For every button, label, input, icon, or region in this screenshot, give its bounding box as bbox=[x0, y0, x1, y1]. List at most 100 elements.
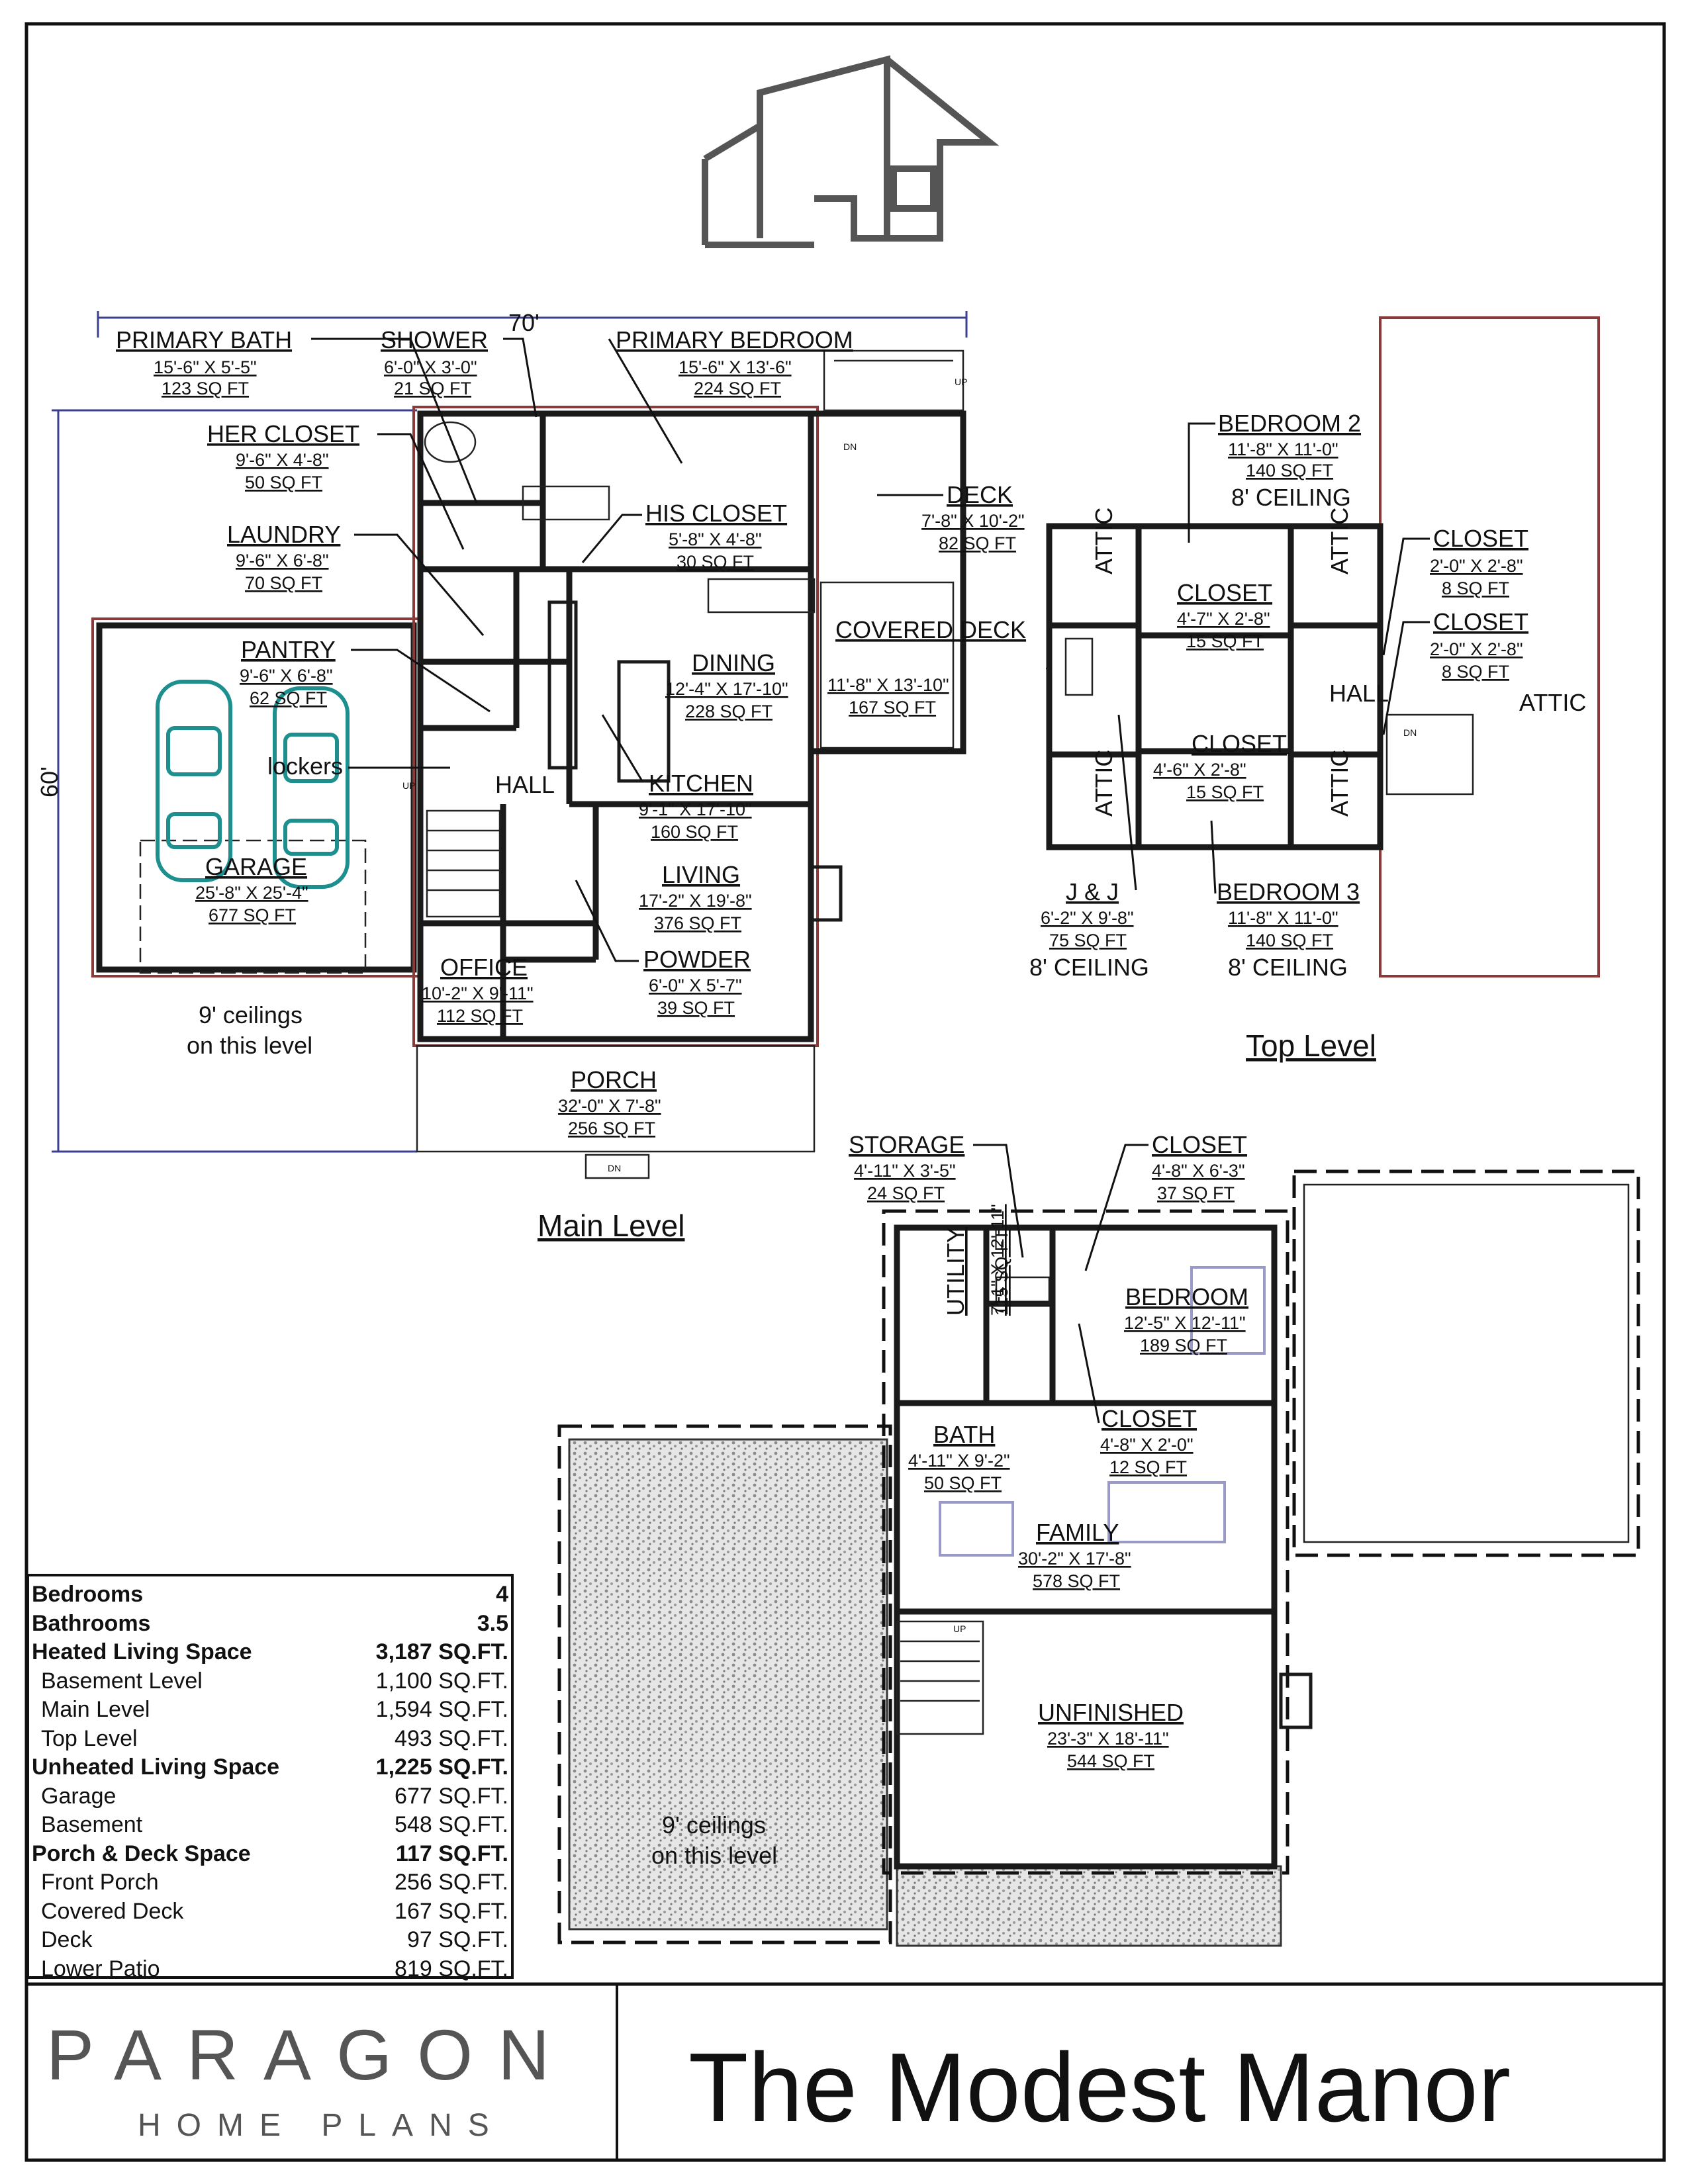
room-name: POWDER bbox=[643, 946, 751, 973]
stats-label: Basement bbox=[41, 1812, 143, 1837]
ceiling-label: 8' CEILING bbox=[1029, 954, 1149, 981]
car-icon bbox=[273, 686, 350, 889]
room-name: LAUNDRY bbox=[227, 521, 340, 548]
room-area: 140 SQ FT bbox=[1246, 931, 1333, 950]
stats-value: 677 SQ.FT. bbox=[395, 1783, 508, 1809]
stats-label: Basement Level bbox=[41, 1668, 203, 1694]
room-dim: 11'-8" X 13'-10" bbox=[827, 675, 949, 695]
room-area: 82 SQ FT bbox=[939, 533, 1016, 553]
room-name: FAMILY bbox=[1036, 1519, 1119, 1546]
stats-value: 117 SQ.FT. bbox=[395, 1841, 508, 1866]
brand-subtitle: HOME PLANS bbox=[138, 2108, 505, 2143]
basement-level-labels: STORAGE 4'-11" X 3'-5" 24 SQ FT CLOSET 4… bbox=[651, 1131, 1248, 1869]
room-name: PORCH bbox=[571, 1066, 657, 1093]
room-name: LIVING bbox=[662, 861, 740, 888]
room-name: CLOSET bbox=[1102, 1405, 1197, 1432]
room-dim: 30'-2" X 17'-8" bbox=[1018, 1549, 1131, 1569]
ceiling-label: 8' CEILING bbox=[1228, 954, 1348, 981]
attic-label: ATTIC bbox=[1519, 689, 1586, 716]
room-dim: 4'-8" X 2'-0" bbox=[1100, 1435, 1194, 1455]
room-area: 224 SQ FT bbox=[694, 379, 781, 398]
room-name: PRIMARY BEDROOM bbox=[616, 326, 853, 353]
stats-row: Porch & Deck Space 117 SQ.FT. bbox=[32, 1840, 508, 1869]
stats-value: 3.5 bbox=[477, 1610, 508, 1636]
room-dim: 17'-2" X 19'-8" bbox=[639, 891, 752, 911]
main-level-plan bbox=[52, 311, 968, 1179]
room-name: BEDROOM bbox=[1125, 1283, 1248, 1310]
stats-label: Porch & Deck Space bbox=[32, 1841, 251, 1866]
room-dim: 15'-6" X 5'-5" bbox=[154, 357, 257, 377]
stats-label: Bathrooms bbox=[32, 1610, 151, 1636]
stair-down-label: DN bbox=[608, 1163, 621, 1173]
room-area: 50 SQ FT bbox=[245, 473, 322, 492]
room-area: 24 SQ FT bbox=[867, 1183, 945, 1203]
room-dim: 9'-6" X 6'-8" bbox=[236, 551, 329, 570]
stats-row: Basement Level 1,100 SQ.FT. bbox=[32, 1667, 508, 1696]
room-area: 112 SQ FT bbox=[437, 1006, 523, 1026]
room-dim: 7'-8" X 10'-2" bbox=[921, 511, 1025, 531]
stats-value: 1,594 SQ.FT. bbox=[375, 1697, 508, 1722]
room-dim: 2'-0" X 2'-8" bbox=[1430, 639, 1523, 659]
stair-up-label: UP bbox=[953, 1623, 966, 1634]
room-dim: 15'-6" X 13'-6" bbox=[679, 357, 792, 377]
room-name: DINING bbox=[692, 649, 775, 676]
stair-down-label: DN bbox=[843, 441, 857, 452]
sheet-border bbox=[24, 22, 1666, 2162]
room-area: 8 SQ FT bbox=[1442, 662, 1509, 682]
room-name: PRIMARY BATH bbox=[116, 326, 292, 353]
car-icon bbox=[156, 680, 232, 882]
room-dim: 9'-6" X 6'-8" bbox=[240, 666, 333, 686]
stats-value: 1,100 SQ.FT. bbox=[375, 1668, 508, 1694]
stats-label: Garage bbox=[41, 1783, 117, 1809]
room-area: 376 SQ FT bbox=[654, 913, 741, 933]
room-name: HIS CLOSET bbox=[645, 500, 787, 527]
lockers-label: lockers bbox=[267, 752, 343, 780]
room-dim: 12'-4" X 17'-10" bbox=[665, 679, 788, 699]
room-dim: 7'-1" X 12'-11" bbox=[988, 1204, 1008, 1316]
room-dim: 11'-8" X 11'-0" bbox=[1228, 908, 1338, 928]
room-area: 256 SQ FT bbox=[568, 1118, 655, 1138]
room-area: 37 SQ FT bbox=[1157, 1183, 1235, 1203]
level-title: Top Level bbox=[1246, 1028, 1376, 1063]
room-area: 167 SQ FT bbox=[849, 698, 936, 717]
room-area: 30 SQ FT bbox=[677, 552, 754, 572]
depth-dimension: 60' bbox=[36, 766, 63, 797]
house-logo-icon bbox=[702, 55, 1000, 248]
room-area: 123 SQ FT bbox=[162, 379, 249, 398]
stats-label: Unheated Living Space bbox=[32, 1754, 280, 1780]
brand-logo: PARAGON HOME PLANS bbox=[26, 1984, 618, 2160]
ceiling-note: on this level bbox=[187, 1032, 312, 1059]
room-area: 578 SQ FT bbox=[1033, 1571, 1120, 1591]
room-name: HALL bbox=[495, 771, 555, 798]
basement-level-plan bbox=[557, 1169, 1640, 1947]
ceiling-note: 9' ceilings bbox=[662, 1811, 766, 1839]
room-name: UNFINISHED bbox=[1038, 1699, 1184, 1726]
stats-label: Main Level bbox=[41, 1697, 150, 1722]
stair-up-label: UP bbox=[955, 377, 967, 387]
stair-up-label: UP bbox=[402, 780, 415, 791]
room-area: 160 SQ FT bbox=[651, 822, 738, 842]
stats-value: 819 SQ.FT. bbox=[395, 1956, 508, 1981]
room-dim: 10'-2" X 9'-11" bbox=[422, 983, 534, 1003]
room-name: OFFICE bbox=[440, 954, 528, 981]
stats-label: Front Porch bbox=[41, 1870, 159, 1895]
stats-value: 3,187 SQ.FT. bbox=[375, 1639, 508, 1664]
top-level-plan bbox=[1046, 316, 1600, 978]
stats-label: Heated Living Space bbox=[32, 1639, 252, 1664]
room-dim: 5'-8" X 4'-8" bbox=[669, 529, 762, 549]
stats-value: 97 SQ.FT. bbox=[406, 1927, 508, 1952]
room-name: STORAGE bbox=[849, 1131, 964, 1158]
stats-label: Bedrooms bbox=[32, 1582, 144, 1607]
attic-label: ATTIC bbox=[1090, 750, 1117, 817]
room-name: CLOSET bbox=[1433, 608, 1528, 635]
room-area: 75 SQ FT bbox=[1049, 931, 1127, 950]
room-dim: 4'-11" X 3'-5" bbox=[854, 1161, 956, 1181]
room-name: COVERED DECK bbox=[835, 616, 1026, 643]
room-dim: 25'-8" X 25'-4" bbox=[195, 883, 308, 903]
room-dim: 4'-8" X 6'-3" bbox=[1152, 1161, 1245, 1181]
